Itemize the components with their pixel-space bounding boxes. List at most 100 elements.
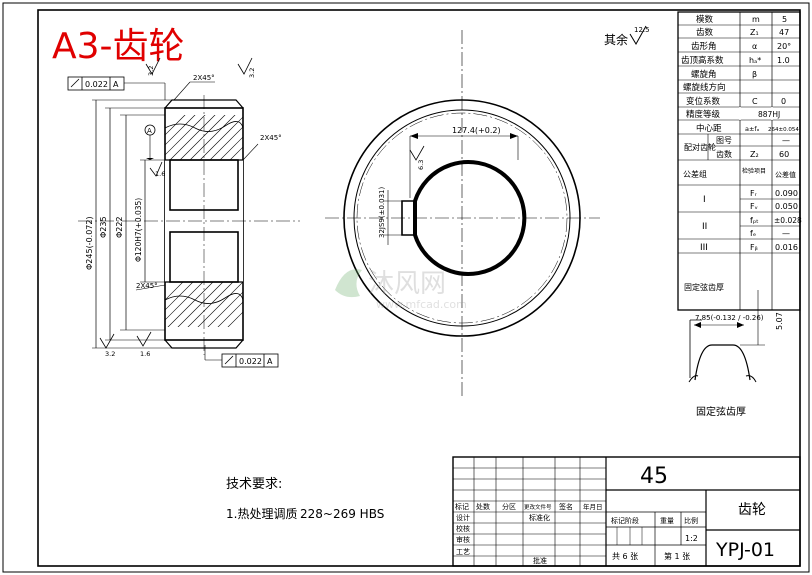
tooth-detail: 7.85(-0.132 / -0.26) 5.07 固定弦齿厚 [688, 290, 784, 418]
svg-text:A: A [113, 80, 119, 89]
svg-text:分区: 分区 [502, 502, 516, 511]
svg-text:hₐ*: hₐ* [749, 56, 761, 65]
svg-text:12.5: 12.5 [634, 26, 650, 34]
watermark: 沐风网 www.mfcad.com [335, 269, 467, 311]
svg-text:0: 0 [781, 97, 786, 106]
svg-text:±0.028: ±0.028 [774, 216, 802, 225]
svg-text:公差组: 公差组 [683, 169, 707, 179]
svg-text:标准化: 标准化 [529, 513, 550, 522]
svg-text:0.050: 0.050 [775, 202, 798, 211]
runout-frame-bottom: 0.022 A [204, 345, 279, 368]
svg-text:模数: 模数 [696, 14, 714, 25]
svg-text:C: C [752, 97, 758, 106]
svg-text:Fᵥ: Fᵥ [750, 202, 758, 211]
svg-text:设计: 设计 [456, 513, 470, 522]
dim-bore-diameter: Φ120H7(+0.035) [134, 198, 143, 262]
svg-text:审核: 审核 [456, 535, 470, 544]
svg-text:3.2: 3.2 [147, 66, 155, 76]
svg-text:工艺: 工艺 [456, 548, 470, 556]
svg-text:0.090: 0.090 [775, 189, 798, 198]
svg-text:比例: 比例 [684, 516, 698, 525]
tech-req-item1: 1.热处理调质 [226, 507, 297, 521]
svg-text:齿数: 齿数 [696, 27, 714, 38]
svg-text:α: α [752, 42, 757, 51]
svg-text:β: β [752, 70, 757, 79]
svg-text:Z₁: Z₁ [750, 28, 759, 37]
svg-text:处数: 处数 [476, 502, 490, 511]
sheet-title: A3-齿轮 [52, 26, 185, 67]
dim-chord-thickness: 7.85(-0.132 / -0.26) [695, 314, 764, 322]
svg-text:重量: 重量 [660, 517, 674, 525]
svg-text:II: II [702, 222, 707, 232]
material-value: 45 [640, 464, 668, 489]
svg-text:共 6 张: 共 6 张 [612, 552, 638, 561]
datum-a: A [144, 124, 156, 160]
svg-text:5: 5 [782, 15, 787, 24]
front-view: 127.4(+0.2) 32JS9(±0.031) 6.3 [325, 30, 600, 398]
scale-value: 1:2 [685, 534, 698, 543]
svg-text:螺旋线方向: 螺旋线方向 [683, 82, 726, 93]
runout-frame-top: 0.022 A [67, 76, 166, 100]
svg-text:fₑ: fₑ [750, 229, 756, 238]
svg-text:年月日: 年月日 [583, 502, 603, 511]
svg-text:变位系数: 变位系数 [686, 96, 721, 107]
svg-text:齿顶高系数: 齿顶高系数 [681, 55, 724, 66]
roughness-mark-bore-bottom: 1.6 [136, 331, 152, 358]
tech-req-item1-value: 228~269 HBS [300, 507, 384, 521]
section-view: Φ245(-0.072) Φ235 Φ222 Φ120H7(+0.035) 0.… [67, 57, 300, 368]
svg-text:1.6: 1.6 [155, 170, 165, 178]
svg-text:批准: 批准 [533, 556, 547, 565]
chamfer-right-label: 2X45° [260, 134, 282, 142]
svg-text:a±fₐ: a±fₐ [745, 125, 760, 133]
svg-text:III: III [700, 243, 708, 253]
roughness-other-label: 其余 [604, 32, 628, 47]
svg-text:47: 47 [779, 28, 789, 37]
svg-text:沐风网: 沐风网 [368, 269, 446, 299]
svg-text:图号: 图号 [716, 136, 732, 145]
hatch-top [164, 115, 244, 160]
title-block: 标记 处数 分区 更改文件号 签名 年月日 设计 标准化 校核 审核 工艺 批准… [452, 456, 801, 567]
svg-text:I: I [703, 195, 706, 205]
dim-diameter-222: Φ222 [115, 216, 124, 238]
svg-text:Fᵣ: Fᵣ [750, 189, 758, 198]
mating-gear-label: 配对齿轮 [684, 142, 716, 152]
hatch-bottom [164, 282, 244, 327]
roughness-mark-bottom-left: 3.2 [99, 333, 115, 358]
svg-text:签名: 签名 [559, 502, 573, 511]
roughness-mark-top-right: 3.2 [237, 57, 256, 78]
svg-text:1.6: 1.6 [140, 350, 150, 358]
svg-text:Fᵦ: Fᵦ [750, 243, 758, 252]
svg-text:中心距: 中心距 [696, 123, 722, 134]
svg-text:0.022: 0.022 [239, 357, 262, 366]
dim-diameter-235: Φ235 [99, 216, 108, 238]
svg-text:0.022: 0.022 [85, 80, 108, 89]
keyway-roughness: 6.3 [409, 145, 425, 170]
svg-text:www.mfcad.com: www.mfcad.com [376, 298, 467, 311]
svg-text:A: A [147, 127, 152, 135]
svg-text:fₚₜ: fₚₜ [750, 216, 759, 225]
dim-keyway-depth: 127.4(+0.2) [452, 126, 501, 135]
roughness-mark-bore-top: 1.6 [149, 161, 165, 178]
svg-text:标记: 标记 [455, 502, 469, 511]
dim-outer-diameter: Φ245(-0.072) [85, 216, 94, 270]
dim-chord-height: 5.07 [775, 312, 784, 330]
roughness-mark-top-left: 3.2 [145, 57, 161, 76]
svg-text:—: — [782, 229, 790, 238]
svg-text:1.0: 1.0 [777, 56, 790, 65]
roughness-symbol-other: 12.5 [629, 25, 650, 45]
svg-text:3.2: 3.2 [248, 68, 256, 78]
svg-text:精度等级: 精度等级 [686, 109, 721, 120]
svg-text:齿数: 齿数 [716, 149, 732, 159]
svg-text:264±0.054: 264±0.054 [768, 127, 799, 133]
svg-text:887HJ: 887HJ [758, 110, 780, 119]
svg-text:公差值: 公差值 [775, 170, 796, 179]
tech-req-heading: 技术要求: [226, 477, 282, 492]
svg-text:齿形角: 齿形角 [691, 41, 717, 52]
svg-text:更改文件号: 更改文件号 [524, 503, 552, 511]
dim-keyway-width: 32JS9(±0.031) [378, 186, 386, 238]
svg-text:20°: 20° [777, 42, 791, 51]
svg-text:6.3: 6.3 [417, 160, 425, 170]
watermark-logo-icon [335, 269, 362, 298]
